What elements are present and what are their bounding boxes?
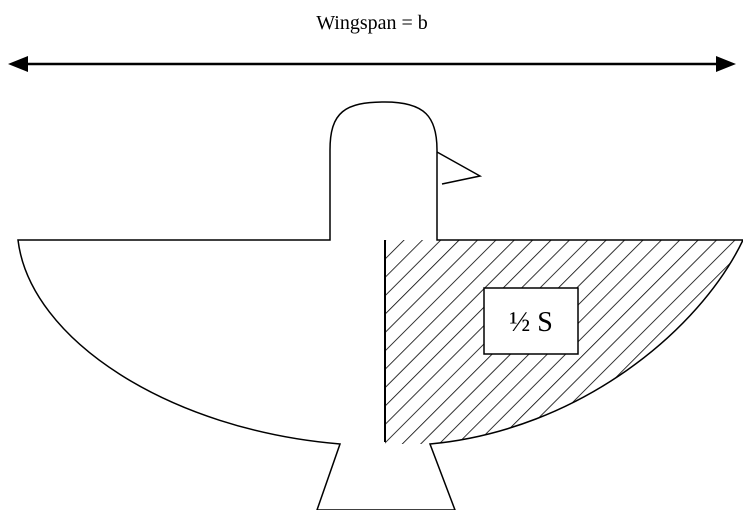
half-area-label: ½ S bbox=[509, 307, 553, 338]
bird-outline bbox=[17, 101, 743, 510]
beak bbox=[436, 151, 483, 185]
half-area-label-box: ½ S bbox=[483, 287, 579, 355]
wingspan-label: Wingspan = b bbox=[316, 12, 428, 34]
wingspan-arrow bbox=[8, 56, 736, 72]
